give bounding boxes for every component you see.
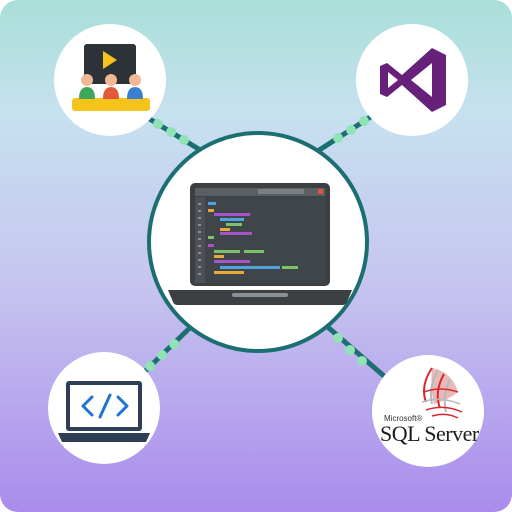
connector-dot [166,127,176,137]
center-node [147,131,369,353]
laptop-code-brackets-icon [58,381,150,442]
connector-dot [333,133,343,143]
sql-server-brand-name: SQL Server [380,421,479,446]
laptop-code-editor-icon [168,183,352,305]
node-bottom-right [372,355,484,467]
sql-server-wordmark: Microsoft® SQL Server [380,414,480,445]
connector-bottom-right [320,320,386,378]
sql-server-brand-prefix: Microsoft® [384,414,423,423]
connector-dot [145,361,155,371]
connector-bottom-left [138,318,200,378]
node-top-right [356,24,468,136]
connector-dot [333,333,343,343]
node-top-left [54,24,166,136]
node-circle [372,355,484,467]
connector-dot [157,350,167,360]
connector-dot [357,356,367,366]
connector-dot [153,119,163,129]
node-circle [356,24,468,136]
connector-dot [179,135,189,145]
visual-studio-logo-icon [380,48,446,112]
connector-dot [359,116,369,126]
connector-dot [345,345,355,355]
connector-dot [169,339,179,349]
audience-presentation-icon [72,44,150,111]
node-bottom-left [48,352,160,464]
connector-top-right [308,113,374,159]
connector-dot [346,125,356,135]
sql-server-logo-icon [421,367,463,419]
